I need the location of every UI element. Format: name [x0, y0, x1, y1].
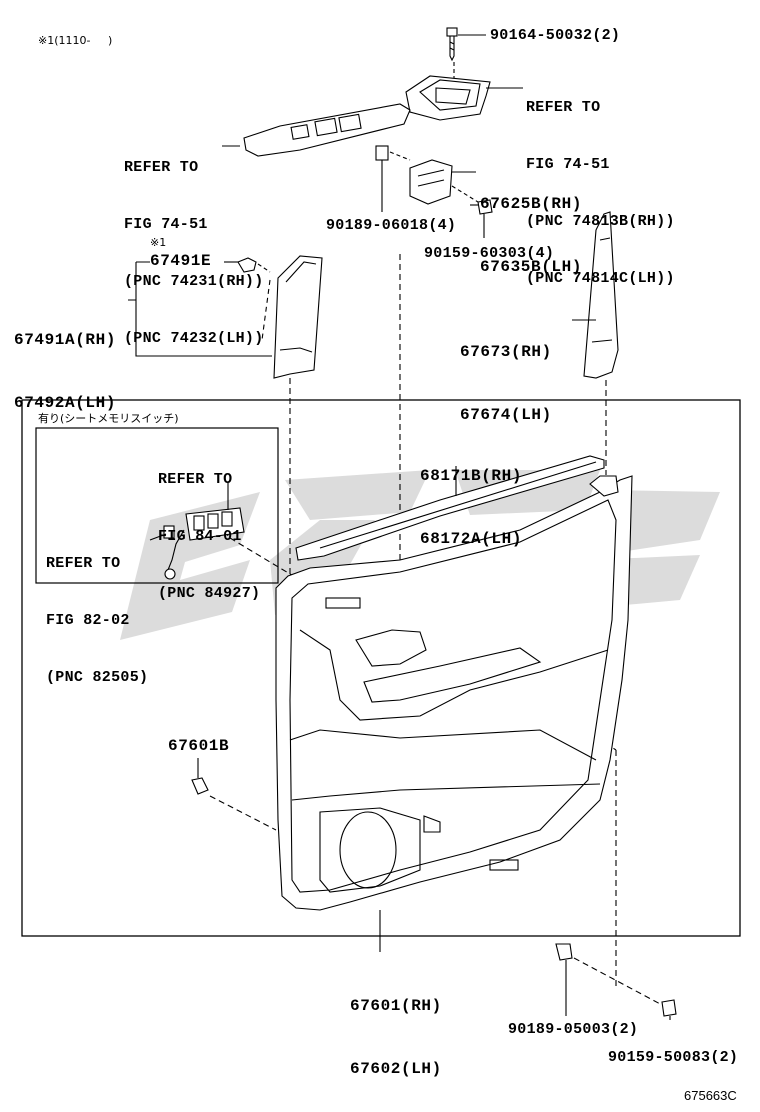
refer-line: FIG 84-01	[158, 528, 242, 545]
part-number: 67673(RH)	[460, 343, 552, 361]
bracket-icon	[409, 159, 476, 205]
armrest-switch-plate-icon	[222, 103, 411, 157]
part-number: 67674(LH)	[460, 406, 552, 424]
refer-fig-84-01: REFER TO FIG 84-01 (PNC 84927)	[158, 432, 260, 622]
label-clip-90189-05003: 90189-05003(2)	[508, 1021, 639, 1038]
label-screw-90159-60303: 90159-60303(4)	[424, 245, 555, 262]
left-pillar-garnish-icon	[273, 255, 323, 379]
part-number: 68172A(LH)	[420, 530, 523, 548]
clip-67601b-icon	[191, 758, 209, 795]
figure-code: 675663C	[684, 1088, 737, 1103]
door-trim-panel-icon	[275, 475, 633, 952]
label-clip-90189-06018: 90189-06018(4)	[326, 217, 457, 234]
refer-fig-74-51-right: REFER TO FIG 74-51 (PNC 74813B(RH)) (PNC…	[526, 60, 675, 307]
refer-line: (PNC 74813B(RH))	[526, 213, 675, 230]
part-number: 67491A(RH)	[14, 331, 117, 349]
label-screw-90159-50083: 90159-50083(2)	[608, 1049, 739, 1066]
part-number: 67635B(LH)	[480, 258, 583, 276]
note-mark: ※1	[150, 236, 167, 249]
label-garnish-67491a: 67491A(RH) 67492A(LH)	[14, 288, 116, 435]
screw-90159-60303-icon	[451, 185, 493, 238]
right-pillar-garnish-icon	[572, 211, 619, 379]
screw-90159-50083-icon	[661, 999, 677, 1020]
refer-line: REFER TO	[526, 99, 601, 116]
refer-line: FIG 74-51	[526, 156, 610, 173]
label-bracket: 67625B(RH) 67635B(LH)	[480, 152, 582, 299]
label-clip-67601b: 67601B	[168, 737, 230, 755]
main-frame	[21, 399, 741, 937]
refer-fig-82-02: REFER TO FIG 82-02 (PNC 82505)	[46, 516, 148, 706]
optional-box	[35, 427, 279, 584]
refer-line: (PNC 82505)	[46, 669, 149, 686]
part-number: 67625B(RH)	[480, 195, 583, 213]
clip-90189-06018-icon	[375, 145, 411, 212]
part-number: 68171B(RH)	[420, 467, 523, 485]
optional-box-title: 有り(シートメモリスイッチ)	[38, 412, 179, 425]
label-weatherstrip: 68171B(RH) 68172A(LH)	[420, 424, 522, 571]
label-door-panel: 67601(RH) 67602(LH)	[350, 954, 442, 1101]
refer-line: REFER TO	[158, 471, 233, 488]
refer-line: REFER TO	[46, 555, 121, 572]
refer-line: FIG 82-02	[46, 612, 130, 629]
part-number: 67492A(LH)	[14, 394, 117, 412]
part-number: 67602(LH)	[350, 1060, 442, 1078]
label-garnish-67673: 67673(RH) 67674(LH)	[460, 300, 552, 447]
refer-line: (PNC 74814C(LH))	[526, 270, 675, 287]
refer-line: (PNC 74231(RH))	[124, 273, 264, 290]
refer-fig-74-51-left: REFER TO FIG 74-51 (PNC 74231(RH)) (PNC …	[124, 120, 264, 367]
refer-line: (PNC 84927)	[158, 585, 261, 602]
part-number: 67601(RH)	[350, 997, 442, 1015]
weatherstrip-icon	[295, 455, 605, 561]
refer-line: (PNC 74232(LH))	[124, 330, 264, 347]
refer-line: FIG 74-51	[124, 216, 208, 233]
label-67491e: 67491E	[150, 252, 212, 270]
clip-67491e-icon	[224, 257, 271, 341]
refer-line: REFER TO	[124, 159, 199, 176]
clip-90189-05003-icon	[555, 943, 573, 1016]
screw-top-icon	[446, 27, 458, 62]
header-note: ※1(1110- )	[38, 34, 113, 47]
label-screw-top: 90164-50032(2)	[490, 27, 621, 44]
memory-switch-icon	[149, 482, 245, 580]
switch-base-icon	[405, 75, 523, 121]
